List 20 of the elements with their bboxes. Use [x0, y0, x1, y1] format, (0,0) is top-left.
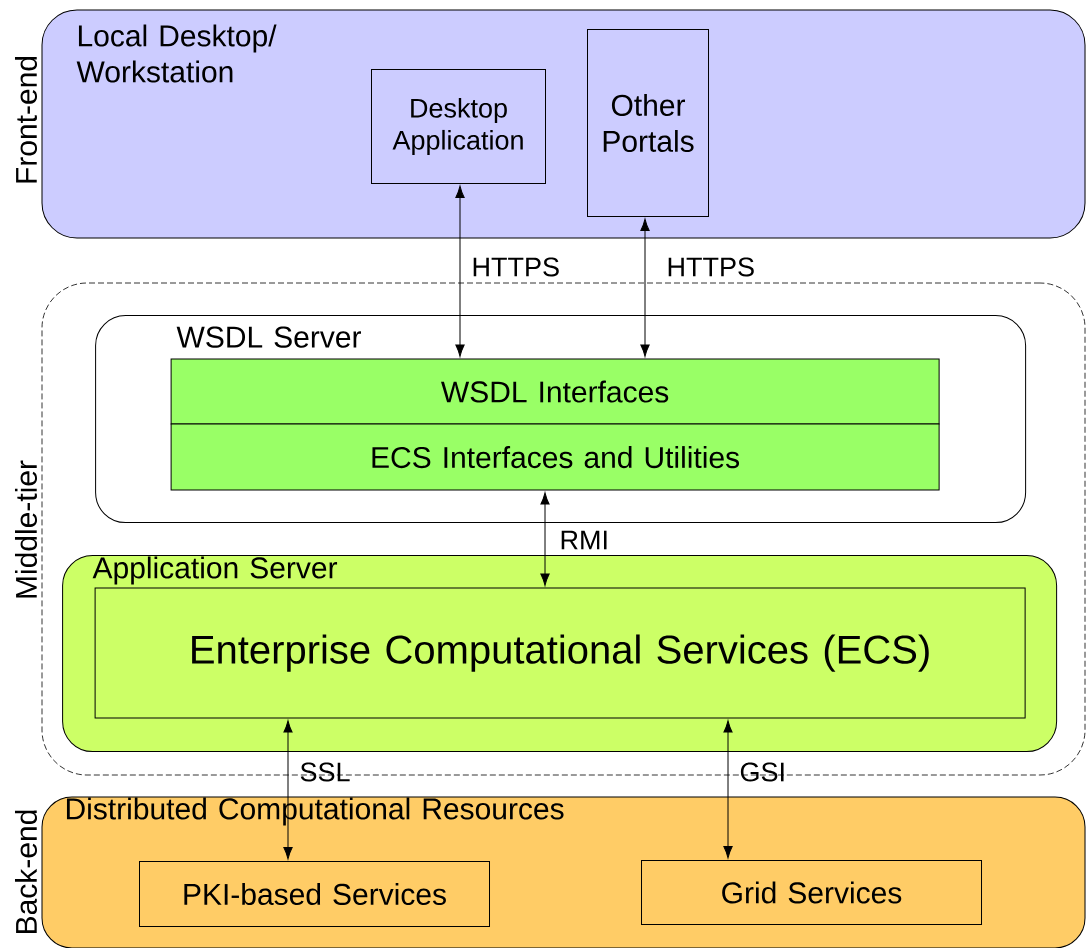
- arrow: [540, 492, 550, 586]
- edge-label: RMI: [561, 530, 607, 550]
- box: Desktop Application: [371, 69, 546, 184]
- edge-label: SSL: [300, 762, 350, 782]
- arrow: [283, 720, 293, 860]
- edge-label: HTTPS: [668, 257, 754, 277]
- arrow: [723, 720, 733, 859]
- service-box: PKI-based Services: [139, 861, 490, 927]
- tier-label: Back-end: [15, 810, 37, 933]
- interface-box: ECS Interfaces and Utilities: [170, 423, 940, 491]
- service-box: Grid Services: [641, 860, 982, 925]
- node-label: Middle-tier: [14, 460, 38, 598]
- edge-label: GSI: [740, 762, 784, 782]
- tier-label: Front-end: [15, 56, 37, 183]
- service-box: Enterprise Computational Services (ECS): [94, 587, 1026, 719]
- arrow: [640, 218, 650, 357]
- interface-box: WSDL Interfaces: [170, 358, 940, 425]
- arrow: [455, 185, 465, 357]
- box: Other Portals: [587, 29, 709, 217]
- edge-label: HTTPS: [473, 257, 559, 277]
